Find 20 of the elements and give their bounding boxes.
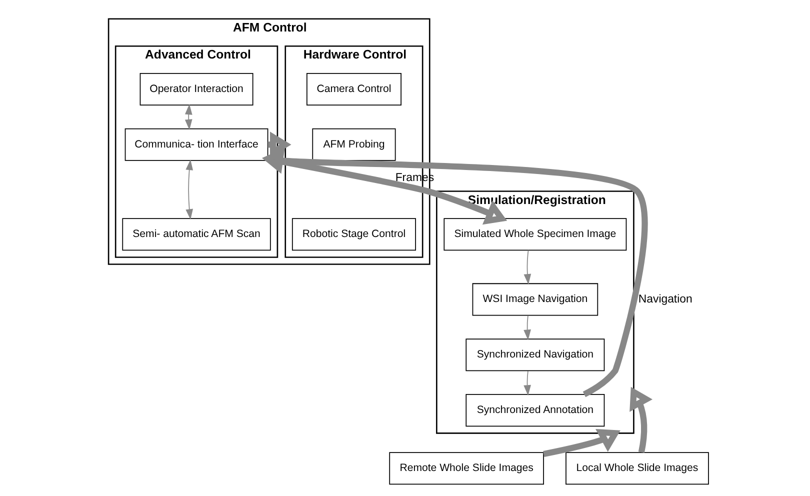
- node-box: Communica- tion Interface: [124, 128, 268, 161]
- arrow: [184, 104, 192, 130]
- arrow: [630, 386, 653, 453]
- node-box: Semi- automatic AFM Scan: [122, 218, 271, 251]
- arrow: [524, 315, 531, 340]
- node-box: Camera Control: [306, 72, 402, 106]
- node-box: Synchronized Annotation: [466, 394, 605, 427]
- edge-label: Navigation: [638, 293, 692, 306]
- node-box: Synchronized Navigation: [466, 338, 605, 372]
- arrow: [186, 160, 194, 220]
- node-box: WSI Image Navigation: [472, 283, 598, 316]
- arrow: [524, 250, 532, 285]
- node-box: Remote Whole Slide Images: [389, 452, 544, 485]
- arrow: [524, 370, 531, 396]
- node-box: Operator Interaction: [140, 72, 254, 106]
- arrow: [262, 148, 648, 398]
- node-box: Local Whole Slide Images: [566, 452, 709, 485]
- node-box: Simulated Whole Specimen Image: [444, 218, 627, 251]
- node-box: Robotic Stage Control: [292, 218, 416, 251]
- node-box: AFM Probing: [312, 128, 396, 161]
